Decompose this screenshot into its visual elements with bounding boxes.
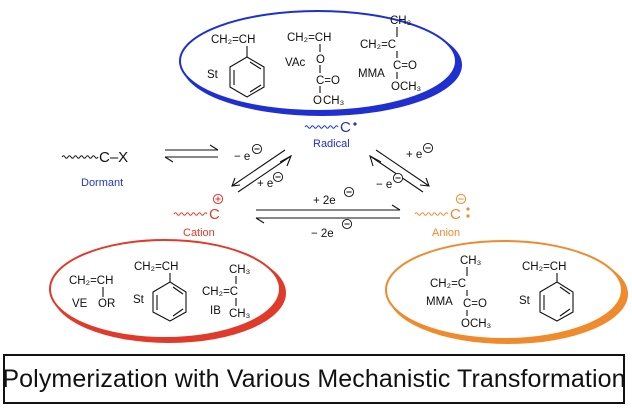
vac-methyl: CH₃: [323, 95, 345, 107]
ib-abbr: IB: [210, 305, 221, 317]
ib-formula: CH₂=C: [202, 286, 238, 298]
vac-abbr: VAc: [285, 57, 305, 69]
vac-formula: CH₂=CH: [287, 32, 331, 44]
anion-symbol: C: [450, 206, 461, 223]
radical-dot: [353, 122, 357, 126]
anion-monomer-styrene: CH₂=CH St: [519, 261, 574, 322]
cation-monomer-ve: CH₂=CH OR VE: [69, 275, 115, 310]
cation-monomer-styrene: CH₂=CH St: [133, 261, 187, 322]
dormant-group: C–X: [99, 149, 128, 166]
anion-species: C Anion: [414, 193, 470, 239]
dormant-radical-label: − e: [234, 151, 250, 163]
radical-monomer-mma: CH₃ CH₂=C C=O OCH₃ MMA: [358, 15, 422, 93]
arrow-radical-anion: + e − e: [369, 142, 434, 193]
anion-mma-formula: CH₂=C: [430, 278, 466, 290]
vac-carbonyl: C=O: [316, 75, 340, 87]
radical-species: C Radical: [304, 119, 357, 150]
anion-styrene-abbr: St: [519, 295, 531, 307]
dormant-label: Dormant: [81, 177, 123, 189]
mma-carbonyl: C=O: [393, 60, 417, 72]
arrow-dormant-radical: − e: [164, 143, 263, 163]
styrene-abbr: St: [207, 69, 219, 81]
title-box: Polymerization with Various Mechanistic …: [2, 354, 626, 404]
anion-monomer-mma: CH₃ CH₂=C C=O OCH₃ MMA: [426, 255, 492, 330]
anion-mma-ester: OCH₃: [461, 318, 492, 330]
cation-species: C Cation: [173, 193, 224, 239]
anion-mma-carbonyl: C=O: [463, 298, 487, 310]
cation-monomer-group: CH₂=CH OR VE CH₂=CH St CH₃ CH₂=C CH₃ IB: [49, 239, 286, 343]
cation-plus-charge: [212, 193, 224, 205]
anion-label: Anion: [432, 227, 460, 239]
page-title: Polymerization with Various Mechanistic …: [2, 364, 626, 393]
radical-cation-label: + e: [257, 178, 273, 190]
ib-top-methyl: CH₃: [229, 264, 251, 276]
radical-anion-label: + e: [406, 149, 422, 161]
radical-symbol: C: [340, 119, 351, 136]
anion-cation-label: − 2e: [311, 228, 334, 240]
radical-label: Radical: [313, 138, 350, 150]
anion-mma-top-methyl: CH₃: [460, 255, 482, 267]
mma-abbr: MMA: [358, 68, 385, 80]
vac-o: O: [316, 54, 325, 66]
dormant-species: C–X Dormant: [61, 149, 128, 189]
cation-styrene-formula: CH₂=CH: [134, 261, 178, 273]
radical-monomer-vac: CH₂=CH O C=O O CH₃ VAc: [285, 32, 345, 107]
reaction-scheme: CH₂=CH St CH₂=CH O C=O O CH₃ VAc CH₃ CH₂…: [49, 10, 628, 344]
ib-bottom-methyl: CH₃: [229, 308, 251, 320]
cation-anion-label: + 2e: [313, 195, 336, 207]
anion-styrene-formula: CH₂=CH: [522, 261, 566, 273]
cation-styrene-abbr: St: [133, 294, 145, 306]
radical-monomer-group: CH₂=CH St CH₂=CH O C=O O CH₃ VAc CH₃ CH₂…: [179, 10, 462, 116]
styrene-formula: CH₂=CH: [211, 34, 255, 46]
cation-symbol: C: [209, 206, 220, 223]
anion-monomer-group: CH₃ CH₂=C C=O OCH₃ MMA CH₂=CH St: [385, 240, 628, 344]
anion-minus-charge: [455, 193, 467, 205]
ve-abbr: VE: [72, 298, 88, 310]
cation-monomer-ib: CH₃ CH₂=C CH₃ IB: [202, 264, 251, 320]
arrow-cation-anion: + 2e − 2e: [255, 186, 401, 240]
mma-formula: CH₂=C: [360, 39, 396, 51]
ve-substituent: OR: [98, 298, 115, 310]
radical-monomer-styrene: CH₂=CH St: [207, 34, 265, 98]
cation-label: Cation: [183, 227, 215, 239]
svg-text:O: O: [313, 95, 322, 107]
mma-top-methyl: CH₃: [390, 15, 412, 27]
ve-formula: CH₂=CH: [69, 275, 113, 287]
mma-ester: OCH₃: [391, 81, 422, 93]
anion-mma-abbr: MMA: [426, 296, 453, 308]
anion-radical-label: − e: [376, 179, 392, 191]
arrow-radical-cation: + e: [231, 149, 293, 193]
